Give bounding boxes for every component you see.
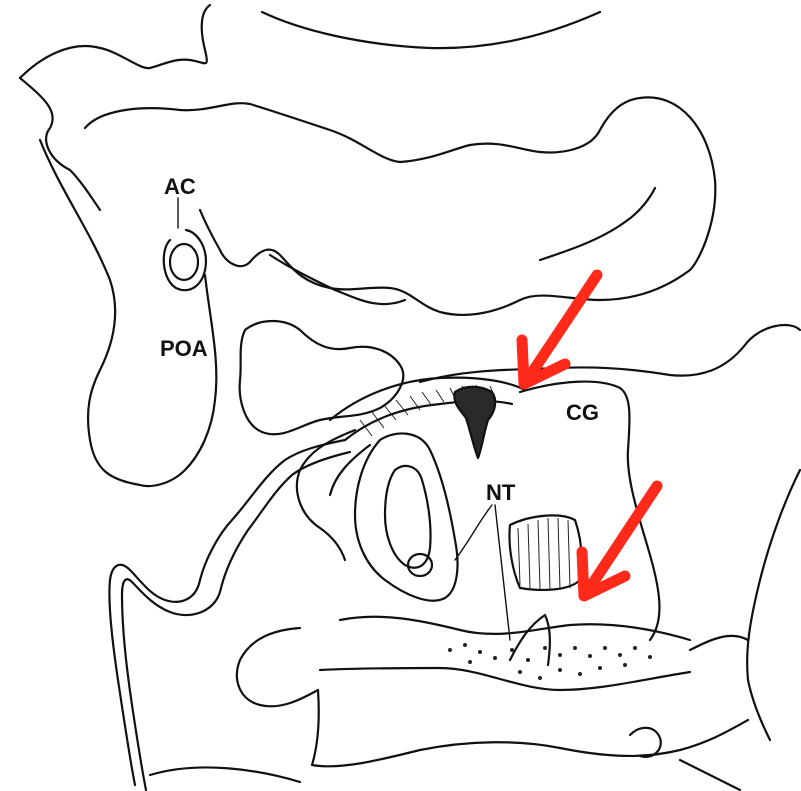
- right-region-upper-contour: [420, 325, 800, 382]
- label-poa: POA: [160, 336, 208, 361]
- nt-pointer-line-down: [495, 505, 510, 640]
- top-arc-outline: [262, 12, 600, 48]
- dotted-band-upper: [340, 617, 690, 640]
- nt-loop-inner: [385, 466, 431, 568]
- bottom-right-edge: [680, 760, 740, 790]
- nt-small-circle: [408, 554, 432, 576]
- nt-loop-outer: [355, 433, 458, 600]
- wavy-vessel-inner: [122, 452, 350, 790]
- dotted-band-spike: [510, 615, 550, 665]
- upper-lobe-inner-curve: [540, 188, 655, 260]
- striated-block-hatching: [518, 518, 570, 590]
- right-region-lower-contour: [747, 470, 800, 740]
- dotted-band-lower: [320, 668, 690, 690]
- dark-nucleus-blob: [454, 387, 495, 458]
- wavy-vessel-outer: [109, 440, 345, 785]
- poa-left-boundary: [40, 140, 140, 485]
- label-cg: CG: [566, 400, 599, 425]
- inner-right-contour: [690, 636, 748, 650]
- left-boundary-contour: [20, 78, 100, 210]
- anterior-commissure-circle: [170, 244, 198, 280]
- label-ac: AC: [164, 174, 196, 199]
- striated-block-outline: [509, 515, 581, 590]
- upper-lobe-lower-contour: [270, 255, 405, 304]
- poa-right-boundary: [140, 275, 216, 486]
- central-blob-outline: [240, 321, 404, 434]
- bottom-lobe-outline: [237, 628, 318, 706]
- label-nt: NT: [486, 480, 516, 505]
- nt-pointer-line-left: [455, 505, 492, 560]
- upper-lobe-outline: [85, 97, 715, 315]
- upper-left-contour: [20, 5, 210, 78]
- bottom-edge-contour: [150, 767, 300, 782]
- bottom-lobe-lower: [312, 690, 748, 766]
- bottom-small-loop: [630, 728, 661, 757]
